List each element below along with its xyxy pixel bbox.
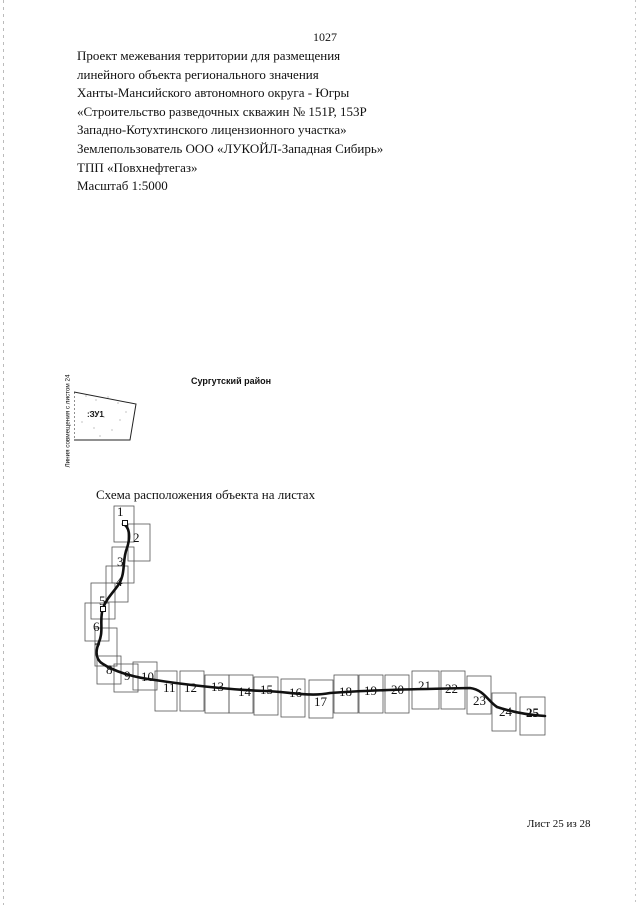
- parcel-label: :ЗУ1: [87, 410, 104, 419]
- sheet-number-label: 16: [289, 685, 303, 700]
- sheet-number-label: 17: [314, 694, 328, 709]
- sheet-number-label: 25: [526, 705, 540, 720]
- scheme-title: Схема расположения объекта на листах: [96, 487, 316, 502]
- route-line: [95, 522, 547, 718]
- header-line: Проект межевания территории для размещен…: [77, 48, 341, 63]
- well-marker: [100, 606, 106, 612]
- sheet-number-label: 19: [364, 683, 377, 698]
- sheet-number-label: 3: [117, 554, 124, 569]
- sheet-number-label: 12: [184, 680, 197, 695]
- scale-line: Масштаб 1:5000: [77, 178, 168, 194]
- sheet-number-footer: Лист 25 из 28: [527, 818, 591, 830]
- sheet-frame: [358, 674, 384, 714]
- document-header: Проект межевания территории для размещен…: [77, 47, 383, 196]
- well-marker: [122, 520, 128, 526]
- sheet-number-label: 11: [163, 680, 176, 695]
- sheet-frame: [90, 582, 116, 620]
- sheet-number-label: 22: [445, 681, 458, 696]
- district-label: Сургутский район: [191, 376, 272, 386]
- right-scan-edge: [635, 0, 636, 905]
- sheet-frame: [440, 670, 466, 710]
- sheet-frame: [228, 674, 254, 714]
- sheet-frame: [105, 565, 129, 603]
- sheet-frame: [96, 655, 122, 685]
- left-scan-edge: [3, 0, 4, 905]
- sheet-frame: [280, 678, 306, 718]
- sheet-frame: [154, 670, 178, 712]
- sheet-frame: [84, 602, 110, 642]
- sheet-number-label: 15: [260, 682, 273, 697]
- sheet-number-label: 14: [238, 684, 252, 699]
- sheet-number-label: 20: [391, 682, 404, 697]
- sheet-number-label: 18: [339, 684, 352, 699]
- sheet-number-label: 2: [133, 530, 140, 545]
- sheet-number-label: 23: [473, 693, 486, 708]
- sheet-number-label: 5: [99, 593, 106, 608]
- sheet-number-label: 24: [499, 704, 513, 719]
- sheet-number-label: 4: [116, 574, 123, 589]
- page-number: 1027: [313, 30, 337, 44]
- sheet-number-label: 8: [106, 662, 113, 677]
- header-line: Западно-Котухтинского лицензионного учас…: [77, 122, 347, 138]
- header-line: «Строительство разведочных скважин № 151…: [77, 103, 367, 119]
- sheet-frame: [308, 679, 334, 719]
- sheet-number-label: 1: [117, 504, 124, 519]
- header-line: линейного объекта регионального значения: [77, 66, 319, 82]
- header-line: Ханты-Мансийского автономного округа - Ю…: [77, 85, 350, 101]
- sheet-number-label: 10: [141, 669, 154, 684]
- sheet-number-label: 7: [94, 640, 101, 655]
- sheet-number-label: 9: [124, 668, 131, 683]
- sheet-frame: [111, 546, 135, 584]
- sheet-number-label: 13: [211, 679, 224, 694]
- sheet-frame: [179, 670, 205, 712]
- sheet-frame: [384, 674, 410, 714]
- parcel-outline: [74, 391, 137, 441]
- sheet-frame: [466, 675, 492, 715]
- sheet-number-label: 21: [418, 678, 431, 693]
- header-line: Землепользователь ООО «ЛУКОЙЛ-Западная С…: [77, 140, 384, 156]
- header-line: ТПП «Повхнефтегаз»: [77, 159, 198, 175]
- sheet-frame: [253, 676, 279, 716]
- sheet-number-label: 6: [93, 619, 100, 634]
